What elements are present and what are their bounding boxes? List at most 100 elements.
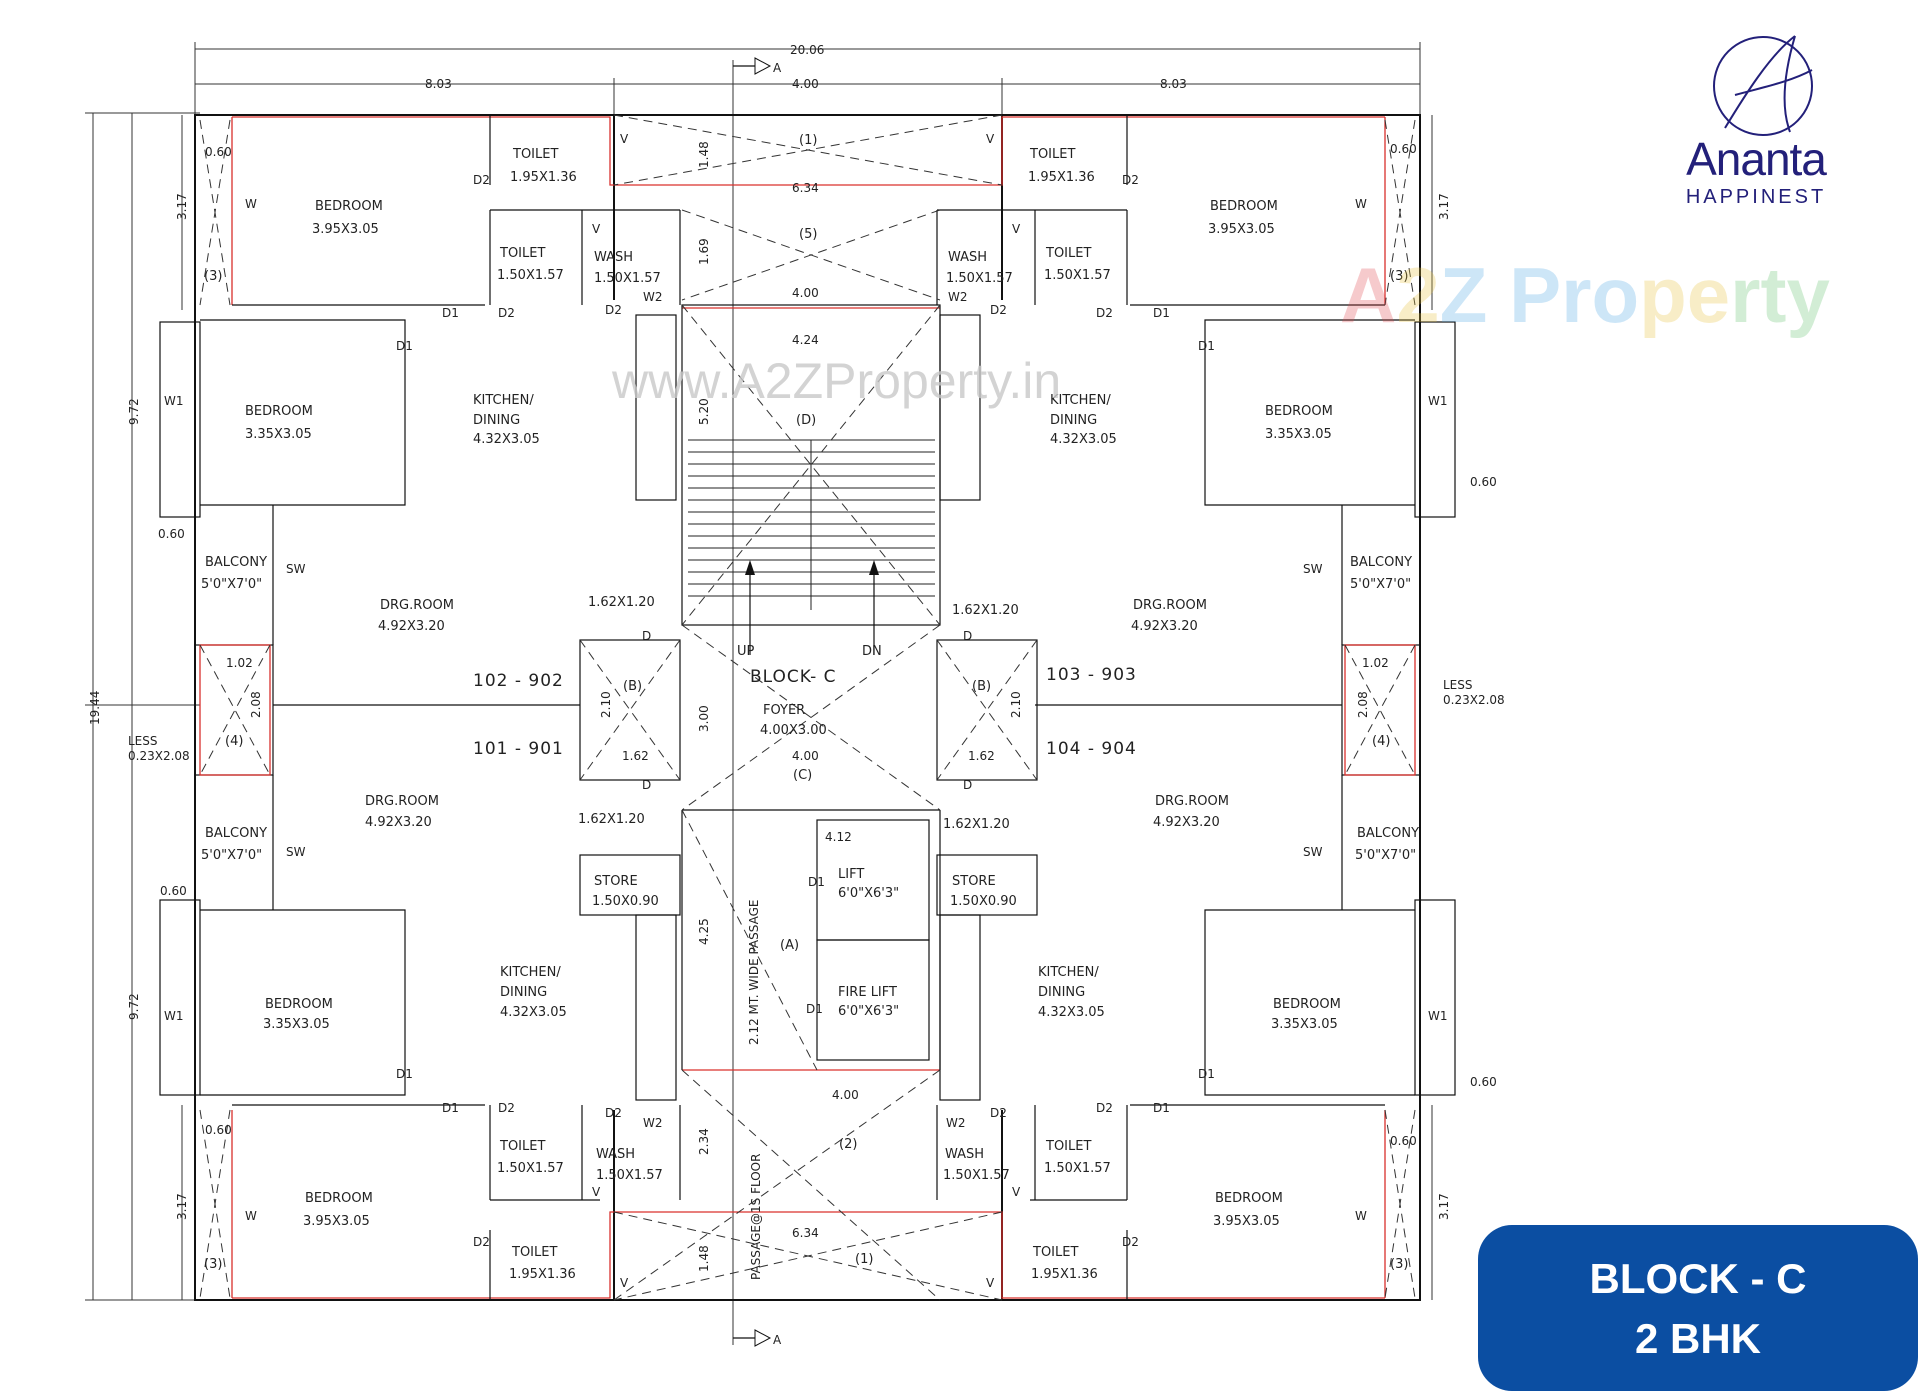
unit-number-bl: 101 - 901 bbox=[473, 739, 564, 759]
dim-060-left-mid: 0.60 bbox=[158, 527, 185, 541]
dim-412: 4.12 bbox=[825, 830, 852, 844]
staircase bbox=[688, 439, 935, 610]
label-wash-bl: WASH bbox=[596, 1147, 635, 1162]
red-boundary bbox=[199, 116, 1416, 1299]
door-d2-br1: D2 bbox=[1096, 1101, 1113, 1115]
dim-corner-bl: 3.17 bbox=[175, 1193, 189, 1220]
label-toilet-tl2: TOILET bbox=[499, 246, 545, 261]
tag-1-bottom: (1) bbox=[855, 1252, 873, 1267]
door-d2-tr1: D2 bbox=[1122, 173, 1139, 187]
dim-half-height-bottom: 9.72 bbox=[127, 993, 141, 1020]
dim-overall-width: 20.06 bbox=[790, 43, 824, 57]
size-less-left: 0.23X2.08 bbox=[128, 749, 190, 763]
tag-4-right: (4) bbox=[1372, 734, 1390, 749]
stair-tag: (D) bbox=[796, 413, 816, 428]
dim-060-right-mid: 0.60 bbox=[1470, 475, 1497, 489]
tag-5: (5) bbox=[799, 227, 817, 242]
door-w2-br: W2 bbox=[946, 1116, 966, 1130]
dim-634-top: 6.34 bbox=[792, 181, 819, 195]
door-sw-bl: SW bbox=[286, 845, 306, 859]
size-drg-tr: 4.92X3.20 bbox=[1131, 619, 1198, 634]
dim-148-top: 1.48 bbox=[697, 141, 711, 168]
door-d2-bl3: D2 bbox=[473, 1235, 490, 1249]
label-kitchen-br: KITCHEN/ bbox=[1038, 965, 1099, 980]
door-sw-tl: SW bbox=[286, 562, 306, 576]
door-w1-bl: W1 bbox=[164, 1009, 184, 1023]
size-drg-tl: 4.92X3.20 bbox=[378, 619, 445, 634]
dim-corner-tr: 3.17 bbox=[1437, 193, 1451, 220]
dim-234: 2.34 bbox=[697, 1128, 711, 1155]
door-w1-tr: W1 bbox=[1428, 394, 1448, 408]
dim-634-bottom: 6.34 bbox=[792, 1226, 819, 1240]
label-dining-br: DINING bbox=[1038, 985, 1085, 1000]
door-d1-tr1: D1 bbox=[1153, 306, 1170, 320]
lobby-size-br: 1.62X1.20 bbox=[943, 817, 1010, 832]
size-balcony-br: 5'0"X7'0" bbox=[1355, 848, 1416, 863]
door-d2-br3: D2 bbox=[1122, 1235, 1139, 1249]
tag-3-br: (3) bbox=[1390, 1257, 1408, 1272]
dim-060-bl: 0.60 bbox=[205, 1123, 232, 1137]
size-bedroom-br2: 3.35X3.05 bbox=[1271, 1017, 1338, 1032]
tag-3-bl: (3) bbox=[204, 1257, 222, 1272]
door-sw-tr: SW bbox=[1303, 562, 1323, 576]
size-balcony-tl: 5'0"X7'0" bbox=[201, 577, 262, 592]
door-d2-br2: D2 bbox=[990, 1106, 1007, 1120]
lobby-size-tl: 1.62X1.20 bbox=[588, 595, 655, 610]
tag-3-tr: (3) bbox=[1390, 269, 1408, 284]
size-bedroom-tr1: 3.95X3.05 bbox=[1208, 222, 1275, 237]
dim-060-right-low: 0.60 bbox=[1470, 1075, 1497, 1089]
size-bedroom-tl1: 3.95X3.05 bbox=[312, 222, 379, 237]
door-d2-bl1: D2 bbox=[498, 1101, 515, 1115]
size-toilet-tr1: 1.95X1.36 bbox=[1028, 170, 1095, 185]
door-v-tl2: V bbox=[592, 222, 601, 236]
size-toilet-br1: 1.95X1.36 bbox=[1031, 1267, 1098, 1282]
dim-148-bottom: 1.48 bbox=[697, 1245, 711, 1272]
door-d1-tl1: D1 bbox=[442, 306, 459, 320]
label-kitchen-tr: KITCHEN/ bbox=[1050, 393, 1111, 408]
door-d1-tl2: D1 bbox=[396, 339, 413, 353]
door-d2-tl1: D2 bbox=[473, 173, 490, 187]
label-drg-tr: DRG.ROOM bbox=[1133, 598, 1207, 613]
label-wash-tl: WASH bbox=[594, 250, 633, 265]
interior-walls bbox=[200, 115, 1415, 1300]
tag-3-tl: (3) bbox=[204, 269, 222, 284]
badge-line-2: 2 BHK bbox=[1634, 1315, 1762, 1362]
label-toilet-tl1: TOILET bbox=[512, 147, 558, 162]
tag-1-top: (1) bbox=[799, 133, 817, 148]
label-bedroom-tl2: BEDROOM bbox=[245, 404, 313, 419]
foyer-label: FOYER bbox=[763, 703, 805, 718]
size-store-br: 1.50X0.90 bbox=[950, 894, 1017, 909]
size-kitchen-br: 4.32X3.05 bbox=[1038, 1005, 1105, 1020]
label-bedroom-tr1: BEDROOM bbox=[1210, 199, 1278, 214]
door-d1-bl00: D1 bbox=[806, 1002, 823, 1016]
door-w1-br: W1 bbox=[1428, 1009, 1448, 1023]
dim-060-tr: 0.60 bbox=[1390, 142, 1417, 156]
door-d1-br2: D1 bbox=[1153, 1101, 1170, 1115]
tag-4-left: (4) bbox=[225, 734, 243, 749]
passage-dim: 4.25 bbox=[697, 918, 711, 945]
site-watermark: A2Z Property bbox=[1340, 251, 1830, 339]
stair-up-label: UP bbox=[737, 644, 755, 659]
tag-2: (2) bbox=[839, 1137, 857, 1152]
stair-length: 5.20 bbox=[697, 398, 711, 425]
label-drg-bl: DRG.ROOM bbox=[365, 794, 439, 809]
size-toilet-tr2: 1.50X1.57 bbox=[1044, 268, 1111, 283]
dim-left-width: 8.03 bbox=[425, 77, 452, 91]
brand-name: Ananta bbox=[1686, 133, 1827, 185]
tag-b-right: (B) bbox=[972, 679, 991, 694]
label-drg-tl: DRG.ROOM bbox=[380, 598, 454, 613]
size-drg-br: 4.92X3.20 bbox=[1153, 815, 1220, 830]
size-toilet-tl1: 1.95X1.36 bbox=[510, 170, 577, 185]
unit-number-tl: 102 - 902 bbox=[473, 671, 564, 691]
label-bedroom-tr2: BEDROOM bbox=[1265, 404, 1333, 419]
unit-number-tr: 103 - 903 bbox=[1046, 665, 1137, 685]
door-d-tr2: D bbox=[963, 778, 972, 792]
door-w2-bl: W2 bbox=[643, 1116, 663, 1130]
label-toilet-br2: TOILET bbox=[1045, 1139, 1091, 1154]
dim-mid-width: 4.00 bbox=[792, 77, 819, 91]
label-toilet-bl1: TOILET bbox=[511, 1245, 557, 1260]
stair-width-2: 4.00 bbox=[792, 286, 819, 300]
size-balcony-bl: 5'0"X7'0" bbox=[201, 848, 262, 863]
label-drg-br: DRG.ROOM bbox=[1155, 794, 1229, 809]
unit-number-br: 104 - 904 bbox=[1046, 739, 1137, 759]
